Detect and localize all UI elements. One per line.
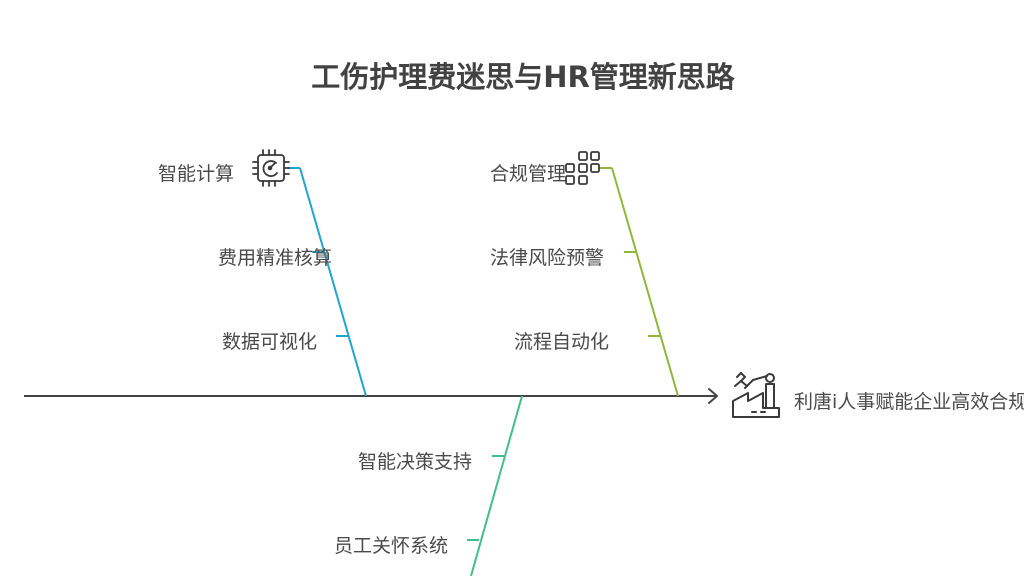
item-label-data-vis: 数据可视化	[222, 331, 318, 353]
branch-label-smart-calc: 智能计算	[158, 163, 235, 185]
spine-arrowhead	[708, 388, 718, 404]
branch-line-compliance	[611, 167, 679, 397]
branch-line-bottom	[470, 395, 523, 576]
item-label-process-auto: 流程自动化	[514, 331, 610, 353]
factory-icon	[732, 372, 780, 418]
modules-icon	[565, 151, 600, 185]
result-label: 利唐i人事赋能企业高效合规	[794, 391, 1024, 413]
chip-icon	[252, 149, 290, 187]
page-title: 工伤护理费迷思与HR管理新思路	[311, 60, 735, 94]
branch-line-smart-calc	[299, 167, 367, 397]
branch-label-compliance: 合规管理	[490, 163, 567, 185]
item-label-legal-risk: 法律风险预警	[490, 247, 605, 269]
item-label-care: 员工关怀系统	[334, 535, 449, 557]
item-label-cost-calc: 费用精准核算	[218, 247, 333, 269]
item-label-decision: 智能决策支持	[358, 451, 473, 473]
